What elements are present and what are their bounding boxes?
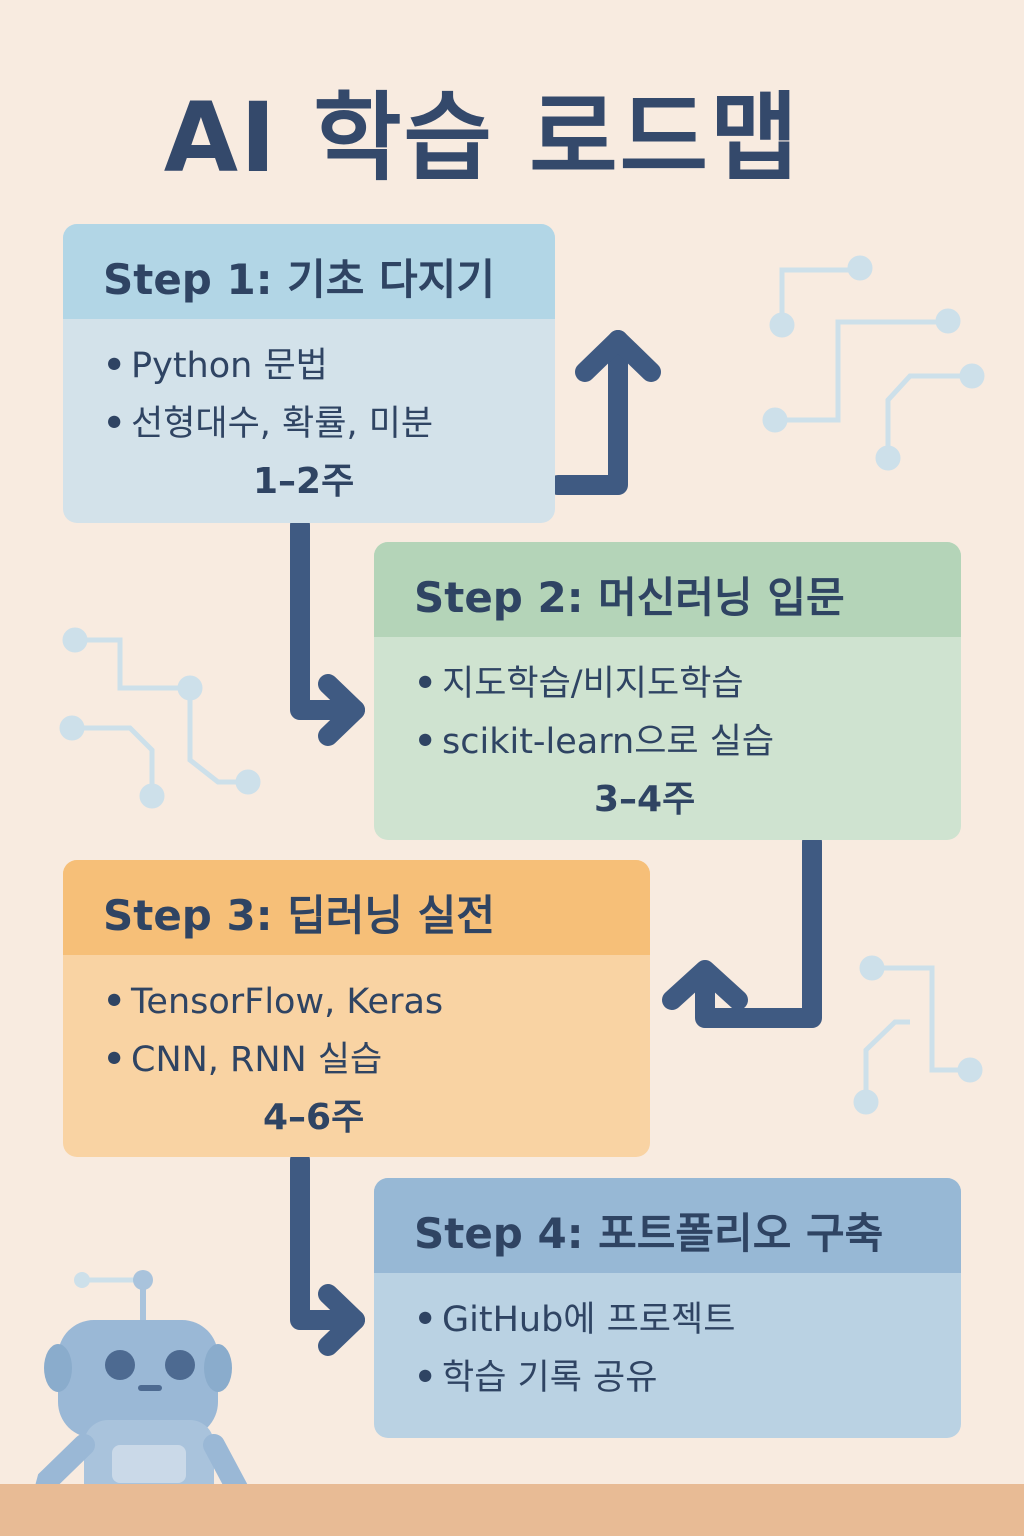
arrow-step1-to-step2-head [318,674,365,746]
step-3-card: Step 3: 딥러닝 실전 •TensorFlow, Keras •CNN, … [63,860,650,1157]
page-title: AI 학습 로드맵 [163,82,801,194]
step-4-items: •GitHub에 프로젝트 •학습 기록 공유 [414,1297,921,1413]
list-item: •지도학습/비지도학습 [414,661,921,719]
robot-icon [29,1270,249,1521]
arrow-step2-to-step3 [695,832,822,1028]
circuit-decoration-right [853,955,983,1115]
step-4-card: Step 4: 포트폴리오 구축 •GitHub에 프로젝트 •학습 기록 공유 [374,1178,961,1438]
circuit-decoration-top-right [762,255,985,471]
step-3-duration: 4–6주 [263,1097,365,1138]
step-1-body: •Python 문법 •선형대수, 확률, 미분 1–2주 [63,319,555,505]
step-1-item-1: Python 문법 [131,346,328,386]
step-2-body: •지도학습/비지도학습 •scikit-learn으로 실습 3–4주 [374,637,961,823]
arrow-step2-to-step3-head [662,960,748,1010]
step-4-item-1: GitHub에 프로젝트 [442,1300,736,1340]
step-1-card: Step 1: 기초 다지기 •Python 문법 •선형대수, 확률, 미분 … [63,224,555,523]
step-1-items: •Python 문법 •선형대수, 확률, 미분 [103,343,515,459]
step-2-duration: 3–4주 [594,779,696,820]
step-3-items: •TensorFlow, Keras •CNN, RNN 실습 [103,979,610,1095]
step-1-item-2: 선형대수, 확률, 미분 [131,404,434,444]
floor-strip [0,1484,1024,1536]
step-2-card: Step 2: 머신러닝 입문 •지도학습/비지도학습 •scikit-lear… [374,542,961,840]
bullet-icon: • [103,1040,126,1080]
bullet-icon: • [414,664,437,704]
list-item: •GitHub에 프로젝트 [414,1297,921,1355]
arrow-step3-to-step4 [290,1150,365,1330]
step-2-title: Step 2: 머신러닝 입문 [374,542,961,637]
step-2-item-1: 지도학습/비지도학습 [442,664,744,704]
arrow-step1-up [548,330,628,495]
bullet-icon: • [103,982,126,1022]
step-2-item-2: scikit-learn으로 실습 [442,722,775,762]
circuit-decoration-left [59,627,261,809]
step-2-items: •지도학습/비지도학습 •scikit-learn으로 실습 [414,661,921,777]
step-4-item-2: 학습 기록 공유 [442,1358,658,1398]
arrow-step3-to-step4-head [318,1284,365,1356]
list-item: •Python 문법 [103,343,515,401]
arrow-step1-up-head [575,330,661,382]
step-4-body: •GitHub에 프로젝트 •학습 기록 공유 [374,1273,961,1413]
bullet-icon: • [414,722,437,762]
step-3-item-1: TensorFlow, Keras [131,982,444,1022]
step-1-duration: 1–2주 [253,461,355,502]
step-4-title: Step 4: 포트폴리오 구축 [374,1178,961,1273]
list-item: •선형대수, 확률, 미분 [103,401,515,459]
bullet-icon: • [103,346,126,386]
list-item: •CNN, RNN 실습 [103,1037,610,1095]
bullet-icon: • [414,1300,437,1340]
bullet-icon: • [414,1358,437,1398]
list-item: •scikit-learn으로 실습 [414,719,921,777]
step-3-title: Step 3: 딥러닝 실전 [63,860,650,955]
list-item: •TensorFlow, Keras [103,979,610,1037]
step-1-title: Step 1: 기초 다지기 [63,224,555,319]
step-3-body: •TensorFlow, Keras •CNN, RNN 실습 4–6주 [63,955,650,1141]
bullet-icon: • [103,404,126,444]
list-item: •학습 기록 공유 [414,1355,921,1413]
step-3-item-2: CNN, RNN 실습 [131,1040,383,1080]
arrow-step1-to-step2 [290,515,365,720]
